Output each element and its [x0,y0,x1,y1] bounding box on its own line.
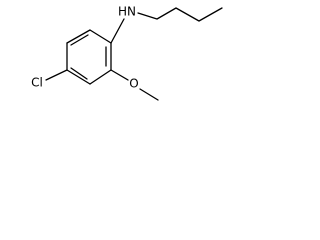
ring-bond-top-left [89,29,112,44]
bond-ring-to-chlorine [45,69,68,81]
ring-bond-lower-right [89,69,112,85]
bond-ring-to-oxygen [110,69,129,81]
ring-bond-upper-left [66,29,91,44]
amine-label: HN [118,5,136,19]
bond-ring-to-nitrogen [110,18,125,44]
benzene-ring [66,29,112,85]
methyl-bond [139,88,159,101]
structure-diagram: HN Cl O [31,5,223,101]
chloro-label: Cl [31,76,43,90]
ring-bond-bottom [66,69,91,85]
methoxy-oxygen-label: O [129,77,138,91]
butyl-chain [137,7,223,22]
ring-double-bond-bottom-left [70,67,88,80]
ring-double-bond-top-left [70,34,89,46]
